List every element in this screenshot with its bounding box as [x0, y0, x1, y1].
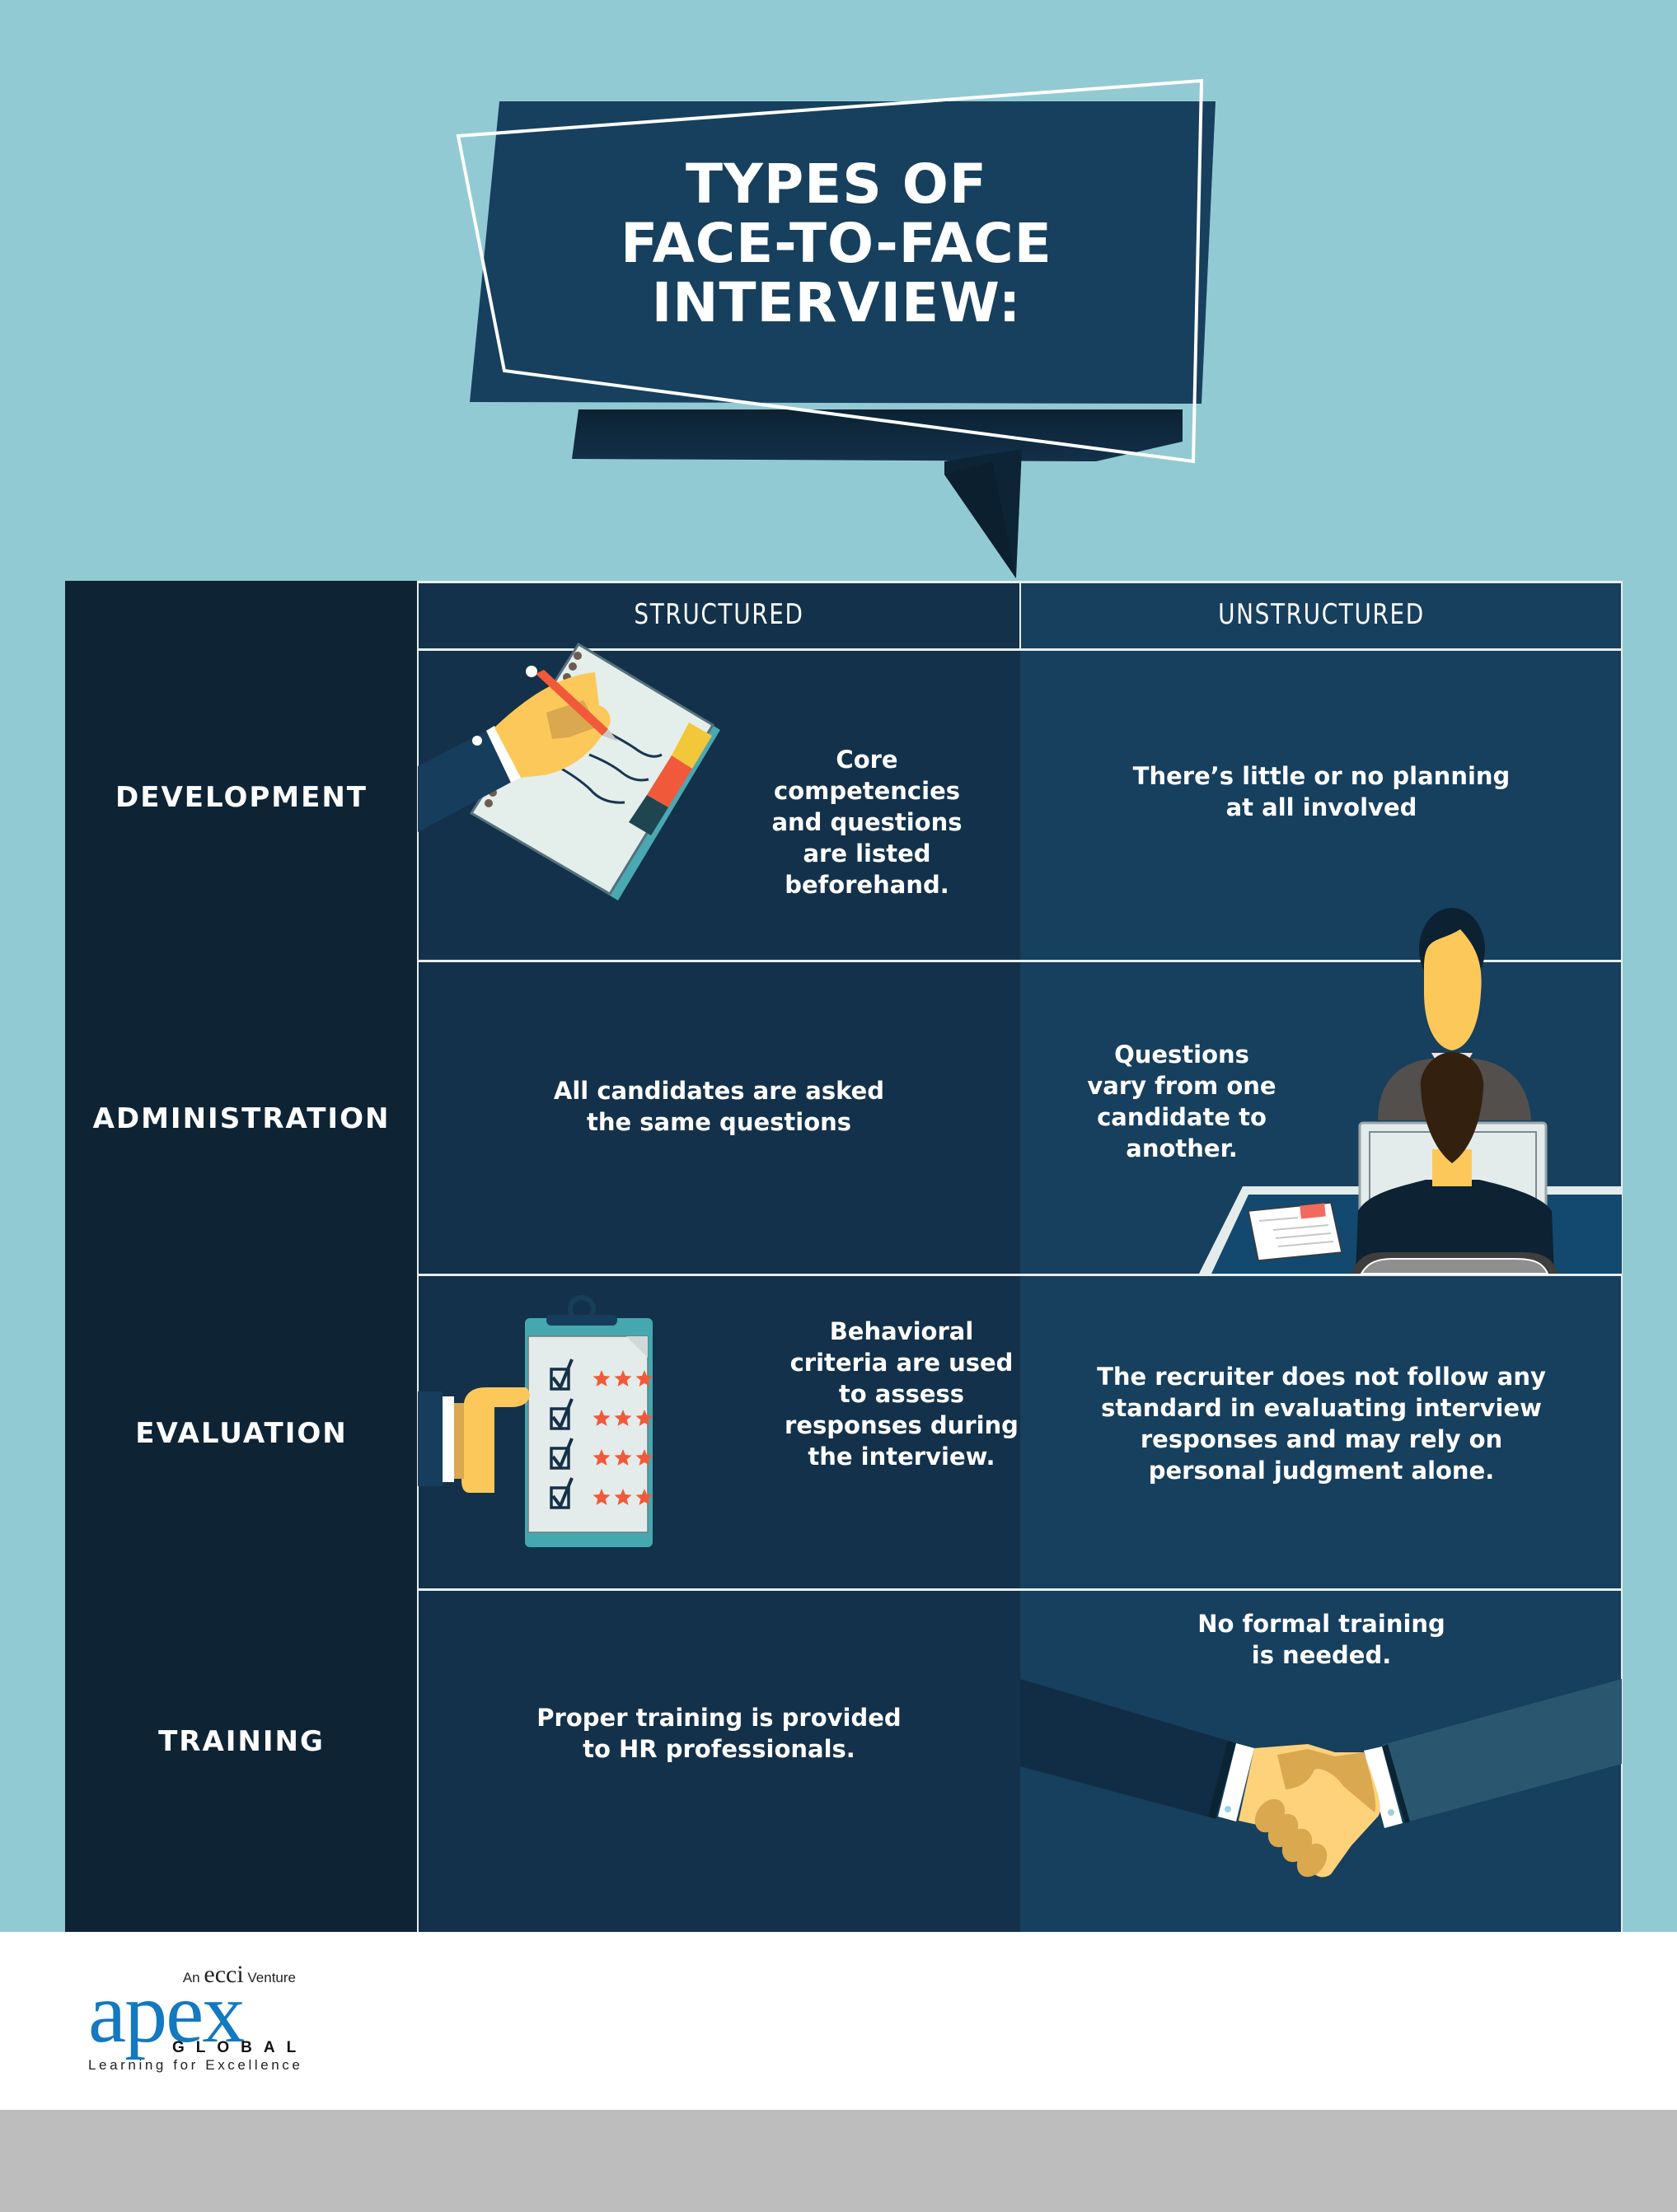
banner-back-band [572, 409, 1183, 461]
title-banner [456, 78, 1216, 578]
apex-global-logo[interactable]: An ecci Venture apex GLOBAL Learning for… [88, 1961, 302, 2084]
row-divider [418, 1588, 1623, 1591]
row-label-evaluation: EVALUATION [135, 1417, 348, 1450]
hand-writing-notebook-icon [418, 642, 720, 900]
footer-bar [0, 2110, 1677, 2212]
checklist [550, 1359, 653, 1510]
checkmark-icon [551, 1398, 574, 1431]
row-divider [418, 960, 1623, 962]
page-title: TYPES OF FACE-TO-FACE INTERVIEW: [494, 155, 1178, 333]
logo-tagline: Learning for Excellence [88, 2057, 303, 2073]
star-icon [614, 1449, 632, 1466]
checkmark-icon [551, 1438, 574, 1471]
star-icon [593, 1370, 611, 1387]
handshake-icon [1020, 1679, 1622, 1878]
cell-development-structured: Core competencies and questions are list… [771, 746, 963, 899]
checklist-clipboard-icon [418, 1295, 653, 1547]
cell-training-unstructured: No formal training is needed. [1197, 1610, 1445, 1669]
checkmark-icon [551, 1359, 574, 1391]
row-label-column [65, 581, 418, 1932]
footer [0, 1932, 1677, 2110]
title-line-2: FACE-TO-FACE [621, 212, 1052, 275]
logo-sub: GLOBAL [172, 2039, 308, 2056]
checklist-item [550, 1477, 653, 1510]
cell-administration-structured: All candidates are asked the same questi… [553, 1077, 885, 1136]
star-icon [635, 1489, 653, 1505]
star-icon [593, 1489, 611, 1505]
star-icon [635, 1370, 653, 1387]
logo-venture-line: An ecci Venture [182, 1961, 296, 1988]
star-icon [635, 1410, 653, 1426]
row-label-development: DEVELOPMENT [115, 781, 368, 814]
checklist-item [550, 1438, 653, 1471]
star-icon [635, 1449, 653, 1466]
label-column-border [417, 581, 419, 1932]
header-column-divider [1019, 581, 1021, 650]
interview-scene-icon [1199, 908, 1622, 1274]
banner-outline [456, 78, 1204, 464]
star-icon [614, 1370, 632, 1387]
checkmark-icon [551, 1477, 574, 1510]
cell-administration-unstructured: Questions vary from one candidate to ano… [1087, 1041, 1276, 1162]
checklist-item [550, 1359, 653, 1391]
star-icon [614, 1410, 632, 1426]
star-icon [593, 1410, 611, 1426]
checklist-item [550, 1398, 653, 1431]
banner-tail-fold [944, 461, 1016, 578]
banner-front [470, 101, 1216, 404]
cell-development-unstructured: There’s little or no planning at all inv… [1132, 762, 1511, 821]
comparison-table: STRUCTURED UNSTRUCTURED DEVELOPMENT ADMI… [65, 581, 1623, 1932]
logo-brand: apex [88, 1966, 245, 2060]
title-line-3: INTERVIEW: [651, 271, 1022, 334]
star-icon [614, 1489, 632, 1505]
row-label-administration: ADMINISTRATION [92, 1102, 391, 1135]
column-header-unstructured: UNSTRUCTURED [1218, 598, 1425, 631]
cell-training-structured: Proper training is provided to HR profes… [536, 1704, 902, 1763]
star-icon [593, 1449, 611, 1466]
cell-evaluation-structured: Behavioral criteria are used to assess r… [785, 1317, 1019, 1471]
title-line-1: TYPES OF [686, 152, 987, 216]
cell-evaluation-unstructured: The recruiter does not follow any standa… [1097, 1363, 1546, 1485]
row-label-training: TRAINING [158, 1725, 325, 1758]
column-header-structured: STRUCTURED [634, 598, 804, 631]
row-divider [418, 1274, 1623, 1276]
